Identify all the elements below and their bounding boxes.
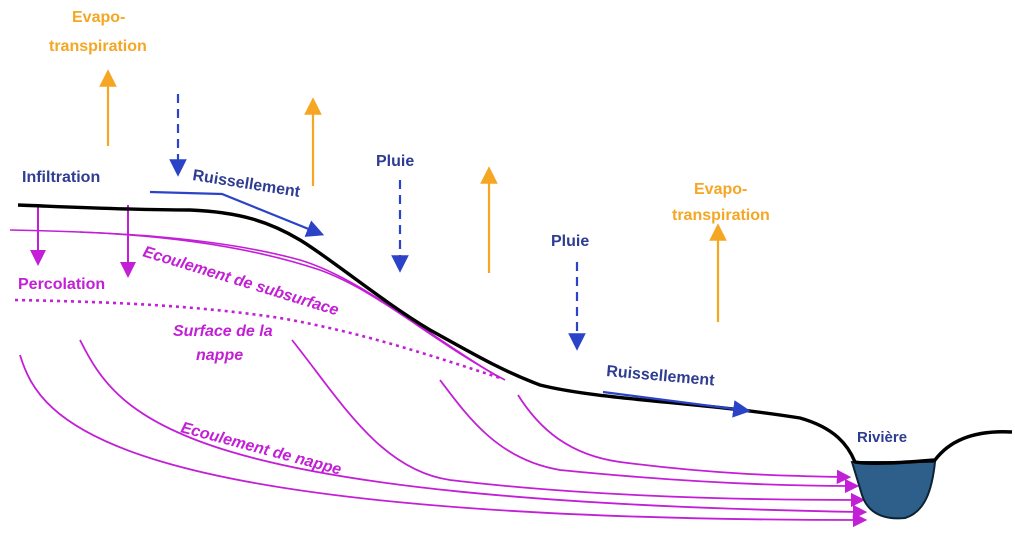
evapotranspiration-label: Evapo- [694, 181, 747, 198]
infiltration-label: Infiltration [22, 169, 100, 186]
river-water [850, 461, 937, 520]
runoff-arrow [602, 390, 751, 418]
groundwater-flow-label: Ecoulement de nappe [179, 419, 343, 478]
runoff-arrow [149, 190, 325, 237]
pluie-label: Pluie [376, 153, 414, 170]
groundwater-flow-line [291, 339, 866, 508]
ruissellement-label: Ruissellement [191, 167, 301, 201]
water-table-label: nappe [196, 347, 243, 364]
evapotranspiration-label: transpiration [49, 38, 147, 55]
subsurface-flow-label: Ecoulement de subsurface [141, 244, 341, 320]
water-table-line [14, 298, 501, 380]
pluie-label: Pluie [551, 233, 589, 250]
groundwater-flow-line [79, 339, 868, 520]
percolation-label: Percolation [18, 276, 105, 293]
evapotranspiration-label: Evapo- [72, 9, 125, 26]
subsurface-flow-line [79, 231, 506, 381]
groundwater-flow-line [517, 394, 852, 485]
ground-surface [17, 203, 1013, 465]
evapotranspiration-label: transpiration [672, 207, 770, 224]
groundwater-flow-line [439, 379, 860, 494]
water-table-label: Surface de la [173, 323, 273, 340]
ruissellement-label: Ruissellement [606, 363, 716, 389]
groundwater-flow-line [19, 354, 868, 528]
river-label: Rivière [857, 429, 907, 446]
